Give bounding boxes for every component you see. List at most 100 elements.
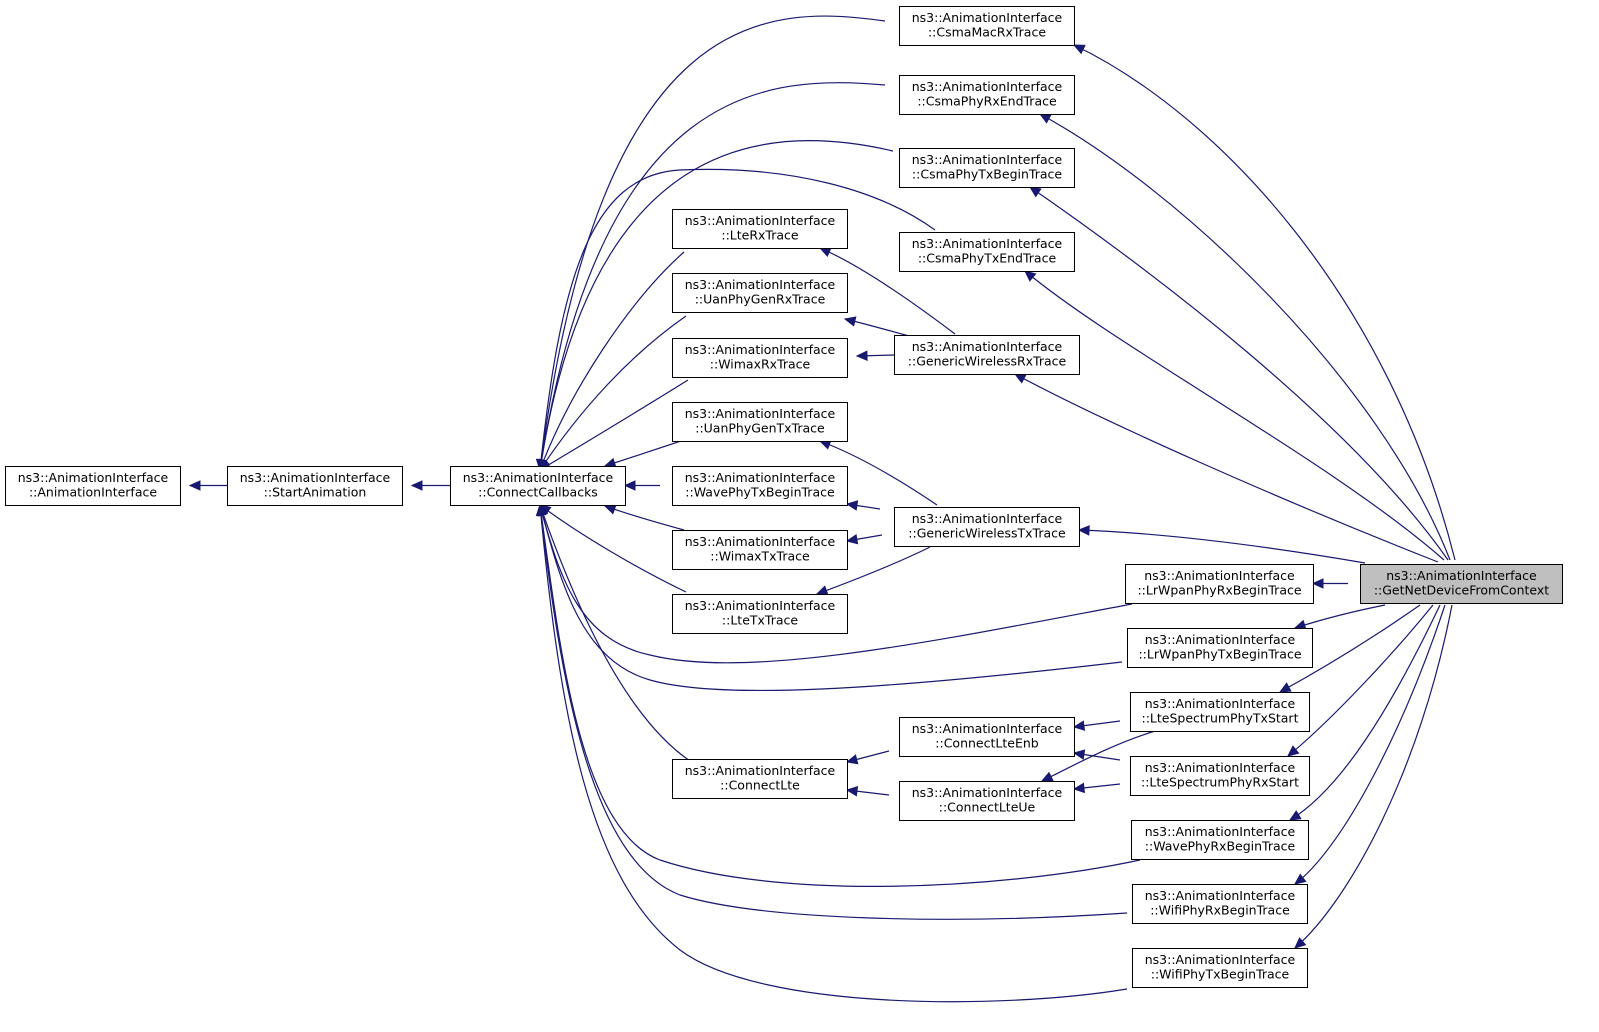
node-wimaxtx[interactable]: ns3::AnimationInterface::WimaxTxTrace	[672, 530, 848, 570]
node-box[interactable]	[1130, 692, 1310, 732]
node-csmaphytxb[interactable]: ns3::AnimationInterface::CsmaPhyTxBeginT…	[899, 148, 1075, 188]
node-clteue[interactable]: ns3::AnimationInterface::ConnectLteUe	[899, 781, 1075, 821]
node-csmamac[interactable]: ns3::AnimationInterface::CsmaMacRxTrace	[899, 6, 1075, 46]
node-box[interactable]	[1132, 884, 1308, 924]
node-namespace-label: ns3::AnimationInterface	[1145, 632, 1296, 647]
edge-line	[539, 504, 1123, 692]
node-box[interactable]	[672, 402, 848, 442]
edge-gwrx-lterx	[818, 247, 956, 335]
node-method-label: ::LteSpectrumPhyTxStart	[1142, 711, 1299, 726]
node-box[interactable]	[672, 209, 848, 249]
node-wavetx[interactable]: ns3::AnimationInterface::WavePhyTxBeginT…	[672, 466, 848, 506]
node-method-label: ::StartAnimation	[264, 485, 367, 500]
node-gwtx[interactable]: ns3::AnimationInterface::GenericWireless…	[894, 507, 1080, 547]
node-box[interactable]	[672, 530, 848, 570]
edge-arrowhead	[1072, 782, 1085, 794]
node-ltesptx[interactable]: ns3::AnimationInterface::LteSpectrumPhyT…	[1130, 692, 1310, 732]
node-box[interactable]	[1360, 564, 1563, 604]
node-box[interactable]	[672, 273, 848, 313]
node-box[interactable]	[672, 759, 848, 799]
node-box[interactable]	[672, 594, 848, 634]
node-lterx[interactable]: ns3::AnimationInterface::LteRxTrace	[672, 209, 848, 249]
node-waverx[interactable]: ns3::AnimationInterface::WavePhyRxBeginT…	[1131, 820, 1309, 860]
node-box[interactable]	[1131, 820, 1309, 860]
node-method-label: ::GenericWirelessTxTrace	[908, 526, 1066, 541]
node-lrtx[interactable]: ns3::AnimationInterface::LrWpanPhyTxBegi…	[1127, 628, 1313, 668]
edge-clte-cc	[538, 503, 691, 762]
node-uantx[interactable]: ns3::AnimationInterface::UanPhyGenTxTrac…	[672, 402, 848, 442]
edge-arrowhead	[188, 480, 201, 491]
edge-ltesprx-clteue	[1072, 782, 1121, 794]
edge-ltesptx-clteue	[1040, 730, 1156, 782]
node-box[interactable]	[1125, 564, 1314, 604]
node-namespace-label: ns3::AnimationInterface	[912, 79, 1063, 94]
edge-arrowhead	[1040, 771, 1054, 782]
edge-getnd-lrrx	[1311, 578, 1348, 589]
node-wifirx[interactable]: ns3::AnimationInterface::WifiPhyRxBeginT…	[1132, 884, 1308, 924]
node-wimaxrx[interactable]: ns3::AnimationInterface::WimaxRxTrace	[672, 338, 848, 378]
node-box[interactable]	[899, 717, 1075, 757]
edge-arrowhead	[1072, 749, 1086, 760]
edge-line	[1014, 373, 1439, 563]
node-uanrx[interactable]: ns3::AnimationInterface::UanPhyGenRxTrac…	[672, 273, 848, 313]
node-namespace-label: ns3::AnimationInterface	[912, 236, 1063, 251]
node-box[interactable]	[1130, 756, 1310, 796]
edge-line	[819, 440, 938, 506]
edge-arrowhead	[1072, 44, 1086, 55]
node-method-label: ::CsmaPhyTxBeginTrace	[912, 167, 1062, 182]
node-method-label: ::LteRxTrace	[721, 228, 799, 243]
edge-arrowhead	[845, 534, 859, 545]
node-clteenb[interactable]: ns3::AnimationInterface::ConnectLteEnb	[899, 717, 1075, 757]
node-csmaphytxe[interactable]: ns3::AnimationInterface::CsmaPhyTxEndTra…	[899, 232, 1075, 272]
node-namespace-label: ns3::AnimationInterface	[685, 763, 836, 778]
node-clte[interactable]: ns3::AnimationInterface::ConnectLte	[672, 759, 848, 799]
node-namespace-label: ns3::AnimationInterface	[912, 10, 1063, 25]
node-lrrx[interactable]: ns3::AnimationInterface::LrWpanPhyRxBegi…	[1125, 564, 1314, 604]
node-ltetx[interactable]: ns3::AnimationInterface::LteTxTrace	[672, 594, 848, 634]
node-ai[interactable]: ns3::AnimationInterface::AnimationInterf…	[5, 466, 181, 506]
node-cc[interactable]: ns3::AnimationInterface::ConnectCallback…	[450, 466, 626, 506]
node-namespace-label: ns3::AnimationInterface	[1386, 568, 1537, 583]
node-box[interactable]	[5, 466, 181, 506]
node-method-label: ::LteTxTrace	[722, 613, 798, 628]
node-box[interactable]	[450, 466, 626, 506]
node-getnd[interactable]: ns3::AnimationInterface::GetNetDeviceFro…	[1360, 564, 1563, 604]
node-wifitx[interactable]: ns3::AnimationInterface::WifiPhyTxBeginT…	[1132, 948, 1308, 988]
node-box[interactable]	[899, 75, 1075, 115]
node-method-label: ::CsmaPhyTxEndTrace	[918, 251, 1057, 266]
edge-arrowhead	[1038, 113, 1052, 124]
node-namespace-label: ns3::AnimationInterface	[1145, 696, 1296, 711]
edge-line	[539, 140, 894, 471]
node-method-label: ::ConnectLteUe	[939, 800, 1036, 815]
node-box[interactable]	[1132, 948, 1308, 988]
node-box[interactable]	[899, 781, 1075, 821]
node-box[interactable]	[894, 507, 1080, 547]
edge-arrowhead	[843, 316, 857, 327]
node-box[interactable]	[899, 148, 1075, 188]
node-box[interactable]	[672, 466, 848, 506]
node-method-label: ::WavePhyRxBeginTrace	[1145, 839, 1296, 854]
node-gwrx[interactable]: ns3::AnimationInterface::GenericWireless…	[894, 335, 1080, 375]
node-box[interactable]	[894, 335, 1080, 375]
edge-arrowhead	[845, 754, 859, 765]
node-method-label: ::WavePhyTxBeginTrace	[685, 485, 835, 500]
edge-line	[1073, 44, 1456, 561]
node-box[interactable]	[1127, 628, 1313, 668]
node-box[interactable]	[899, 6, 1075, 46]
edge-line	[844, 318, 914, 338]
node-namespace-label: ns3::AnimationInterface	[463, 470, 614, 485]
node-start[interactable]: ns3::AnimationInterface::StartAnimation	[227, 466, 403, 506]
node-namespace-label: ns3::AnimationInterface	[1144, 568, 1295, 583]
edge-cc-start	[410, 480, 450, 491]
edge-arrowhead	[1077, 525, 1090, 536]
node-box[interactable]	[899, 232, 1075, 272]
node-box[interactable]	[227, 466, 403, 506]
node-csmaphyrx[interactable]: ns3::AnimationInterface::CsmaPhyRxEndTra…	[899, 75, 1075, 115]
node-box[interactable]	[672, 338, 848, 378]
node-namespace-label: ns3::AnimationInterface	[18, 470, 169, 485]
edge-getnd-csmaphyrx	[1038, 113, 1451, 561]
node-ltesprx[interactable]: ns3::AnimationInterface::LteSpectrumPhyR…	[1130, 756, 1310, 796]
edge-line	[1294, 604, 1453, 949]
edge-line	[1041, 730, 1156, 782]
